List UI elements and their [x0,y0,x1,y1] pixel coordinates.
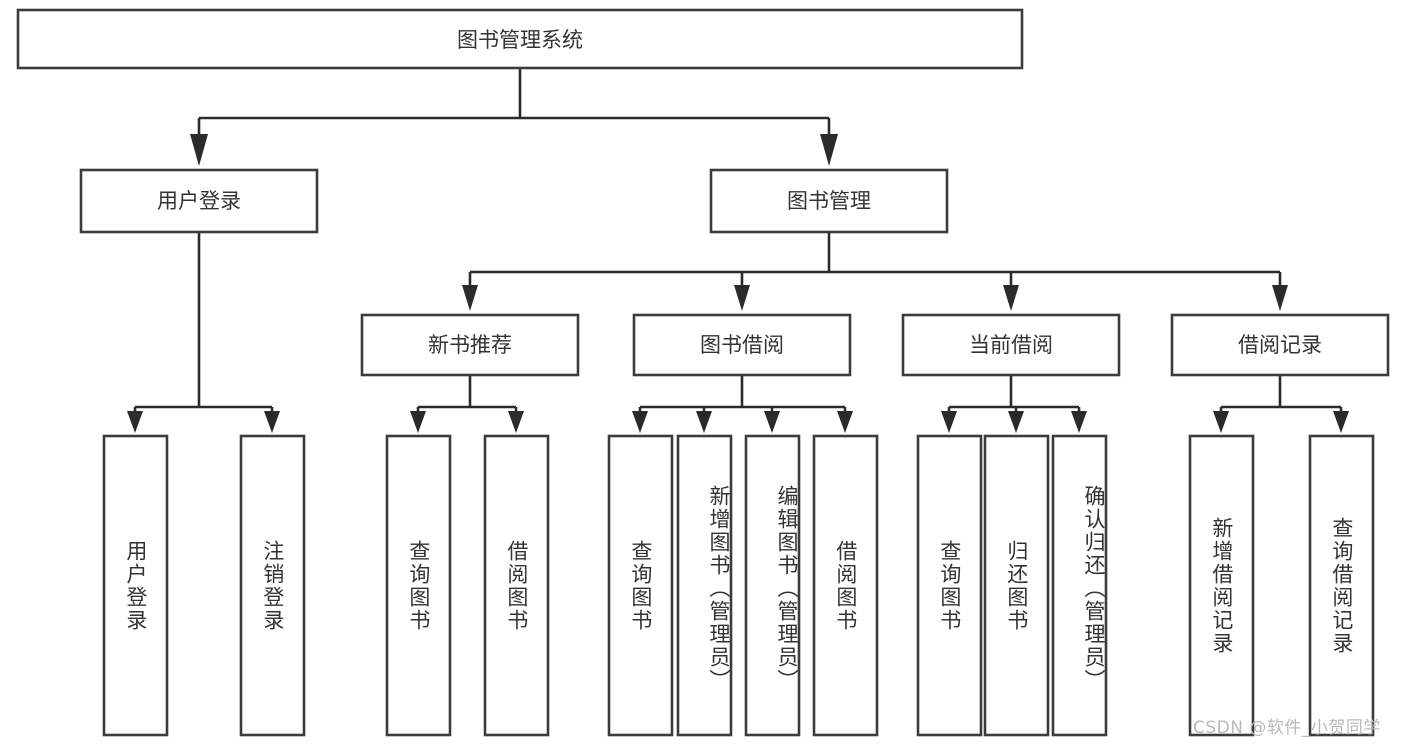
arrow-head-new-book-recommend [462,285,478,311]
leaf-box-borrow-book[interactable] [812,434,879,737]
leaf-box-borrow-book-recommend[interactable] [483,434,550,737]
csdn-watermark: CSDN @软件_小贺同学 [1193,718,1381,738]
leaf-box-query-book-current[interactable] [916,434,983,737]
connector-group-root-to-level2 [190,68,838,166]
arrow-head-leaf-borrow-book-recommend [508,411,524,433]
arrow-head-leaf-add-borrow-record [1213,411,1229,433]
arrow-head-book-borrow [734,285,750,311]
arrow-head-leaf-query-borrow-record [1333,411,1349,433]
connector-group-book-borrow-to-leaves [632,375,853,433]
node-book-borrow-box[interactable] [632,313,852,377]
node-new-book-recommend-box[interactable] [360,313,580,377]
arrow-head-book-management [820,134,838,166]
node-borrow-records-label: 借阅记录 [1238,333,1322,357]
arrow-head-leaf-query-book-recommend [410,411,426,433]
leaf-box-add-borrow-record[interactable] [1188,434,1255,737]
arrow-head-leaf-user-login [127,411,143,433]
arrow-head-leaf-user-logout [264,411,280,433]
node-root[interactable]: 图书管理系统 [16,8,1024,70]
arrow-head-leaf-confirm-return [1071,411,1087,433]
connector-group-book-management-to-level3 [462,232,1288,311]
arrow-head-leaf-borrow-book [837,411,853,433]
node-user-login[interactable]: 用户登录 [79,168,319,234]
node-book-management[interactable]: 图书管理 [709,168,949,234]
node-book-borrow[interactable]: 图书借阅 [632,313,852,377]
leaf-box-confirm-return[interactable] [1051,434,1108,737]
arrow-head-current-borrow [1003,285,1019,311]
connector-group-new-book-recommend-to-leaves [410,375,524,433]
connector-group-user-login-to-leaves [127,232,280,433]
node-user-login-label: 用户登录 [157,189,241,213]
node-book-borrow-label: 图书借阅 [700,333,784,357]
arrow-head-borrow-records [1272,285,1288,311]
arrow-head-user-login [190,134,208,166]
connector-group-current-borrow-to-leaves [941,375,1087,433]
leaf-box-return-book[interactable] [983,434,1050,737]
node-book-management-label: 图书管理 [787,189,871,213]
node-root-box[interactable] [16,8,1024,70]
leaf-box-edit-book[interactable] [744,434,801,737]
node-borrow-records-box[interactable] [1170,313,1390,377]
node-borrow-records[interactable]: 借阅记录 [1170,313,1390,377]
connector-group-borrow-records-to-leaves [1213,375,1349,433]
leaf-box-user-logout[interactable] [239,434,306,737]
arrow-head-leaf-add-book [696,411,712,433]
node-current-borrow-box[interactable] [901,313,1121,377]
node-current-borrow-label: 当前借阅 [969,333,1053,357]
leaf-box-user-login[interactable] [102,434,169,737]
leaf-boxes-group [102,434,1375,737]
node-user-login-box[interactable] [79,168,319,234]
leaf-box-query-book-recommend[interactable] [385,434,452,737]
node-new-book-recommend[interactable]: 新书推荐 [360,313,580,377]
arrow-head-leaf-query-book-current [941,411,957,433]
leaf-box-query-borrow-record[interactable] [1308,434,1375,737]
arrow-head-leaf-return-book [1008,411,1024,433]
leaf-box-add-book[interactable] [676,434,733,737]
node-root-label: 图书管理系统 [457,28,583,52]
arrow-head-leaf-edit-book [764,411,780,433]
node-book-management-box[interactable] [709,168,949,234]
node-current-borrow[interactable]: 当前借阅 [901,313,1121,377]
leaf-box-query-book-borrow[interactable] [607,434,674,737]
arrow-head-leaf-query-book-borrow [632,411,648,433]
node-new-book-recommend-label: 新书推荐 [428,333,512,357]
